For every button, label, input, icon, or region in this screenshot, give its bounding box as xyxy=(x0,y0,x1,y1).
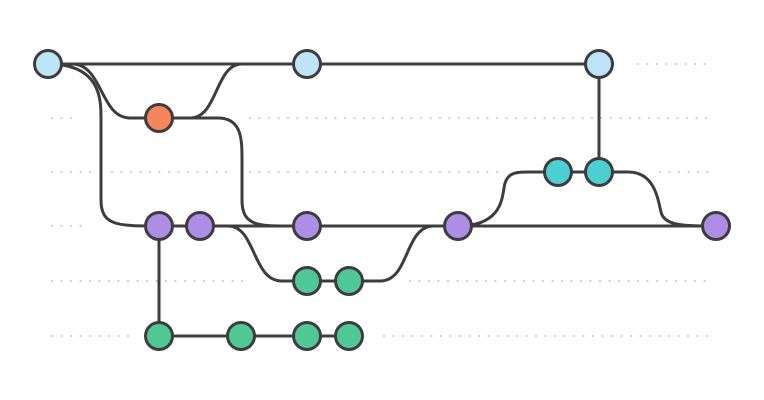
edge-develop-to-release xyxy=(456,170,718,228)
commit-fb2 xyxy=(226,321,256,351)
commit-fa1 xyxy=(292,266,322,296)
commit-r1 xyxy=(543,157,573,187)
branch-edges xyxy=(46,62,718,338)
commit-nodes xyxy=(33,49,731,351)
commit-r2 xyxy=(584,157,614,187)
commit-d4 xyxy=(443,211,473,241)
commit-fa2 xyxy=(334,266,364,296)
commit-fb1 xyxy=(144,321,174,351)
commit-d3 xyxy=(292,211,322,241)
commit-m3 xyxy=(584,49,614,79)
commit-m1 xyxy=(33,49,63,79)
commit-d5 xyxy=(701,211,731,241)
edge-main-to-hotfix xyxy=(70,62,161,120)
commit-fb3 xyxy=(292,321,322,351)
commit-d2 xyxy=(185,211,215,241)
commit-d1 xyxy=(144,211,174,241)
commit-m2 xyxy=(292,49,322,79)
commit-h1 xyxy=(144,103,174,133)
commit-fb4 xyxy=(334,321,364,351)
edge-develop-to-feature-a xyxy=(198,224,436,283)
lane-guides xyxy=(51,63,709,337)
edge-main-to-develop xyxy=(46,62,161,228)
